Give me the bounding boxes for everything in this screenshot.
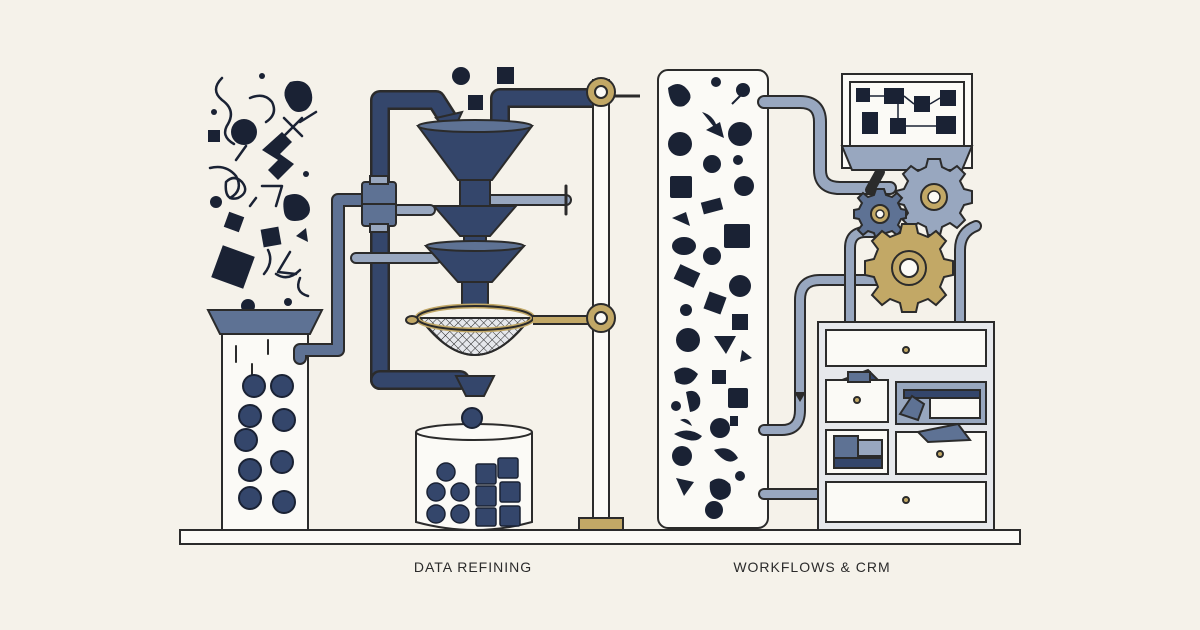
ground-shelf [179, 529, 1021, 545]
transit-tube-icon [657, 69, 769, 529]
input-tube [206, 309, 324, 531]
funnel-icon [431, 205, 519, 237]
jar-icon [415, 407, 533, 531]
funnel-stack [416, 119, 534, 307]
cabinet-icon [817, 321, 995, 531]
sieve-icon [405, 303, 591, 397]
pipe-network [293, 88, 604, 390]
right-pipe-network [757, 95, 982, 500]
lab-stand [578, 77, 640, 531]
hopper-icon [206, 309, 324, 335]
incoming-data-pebbles [452, 67, 514, 110]
section-label-workflows-crm: WORKFLOWS & CRM [733, 559, 890, 575]
funnel-icon [416, 125, 534, 181]
monitor-icon [840, 73, 974, 171]
section-label-data-refining: DATA REFINING [414, 559, 532, 575]
raw-data-cloud [208, 73, 318, 313]
gear-icon [864, 223, 954, 313]
valve-icon [361, 175, 397, 233]
down-arrow-icon [794, 392, 806, 402]
gear-icon [853, 188, 907, 240]
